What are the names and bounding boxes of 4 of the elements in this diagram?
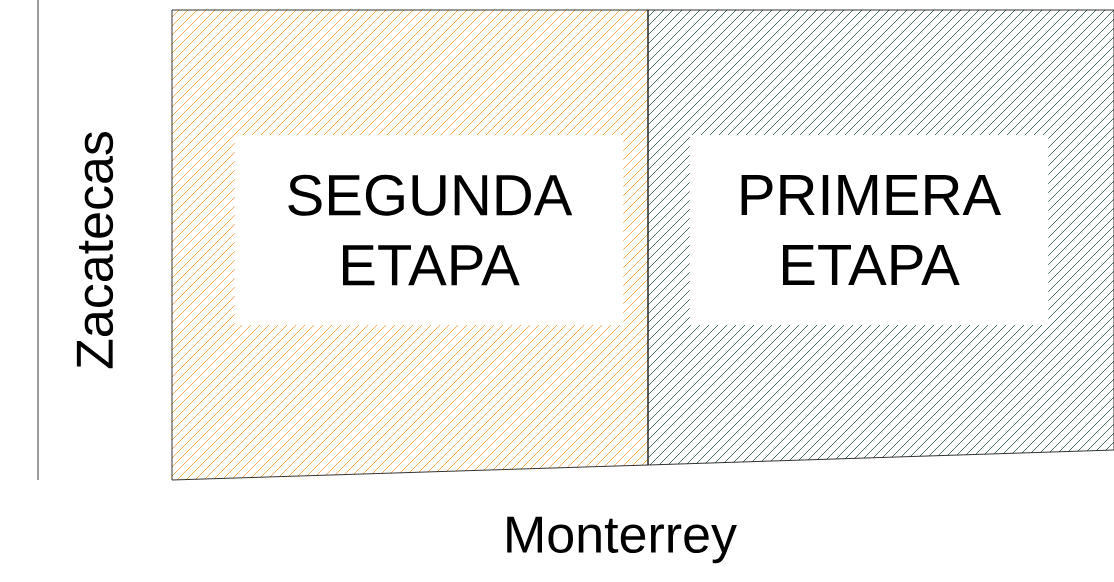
- hatched-region: SEGUNDA ETAPA: [171, 9, 649, 481]
- axis-label: Zacatecas: [76, 131, 114, 369]
- hatched-region: PRIMERA ETAPA: [647, 9, 1114, 466]
- axis-label: Monterrey: [507, 516, 737, 564]
